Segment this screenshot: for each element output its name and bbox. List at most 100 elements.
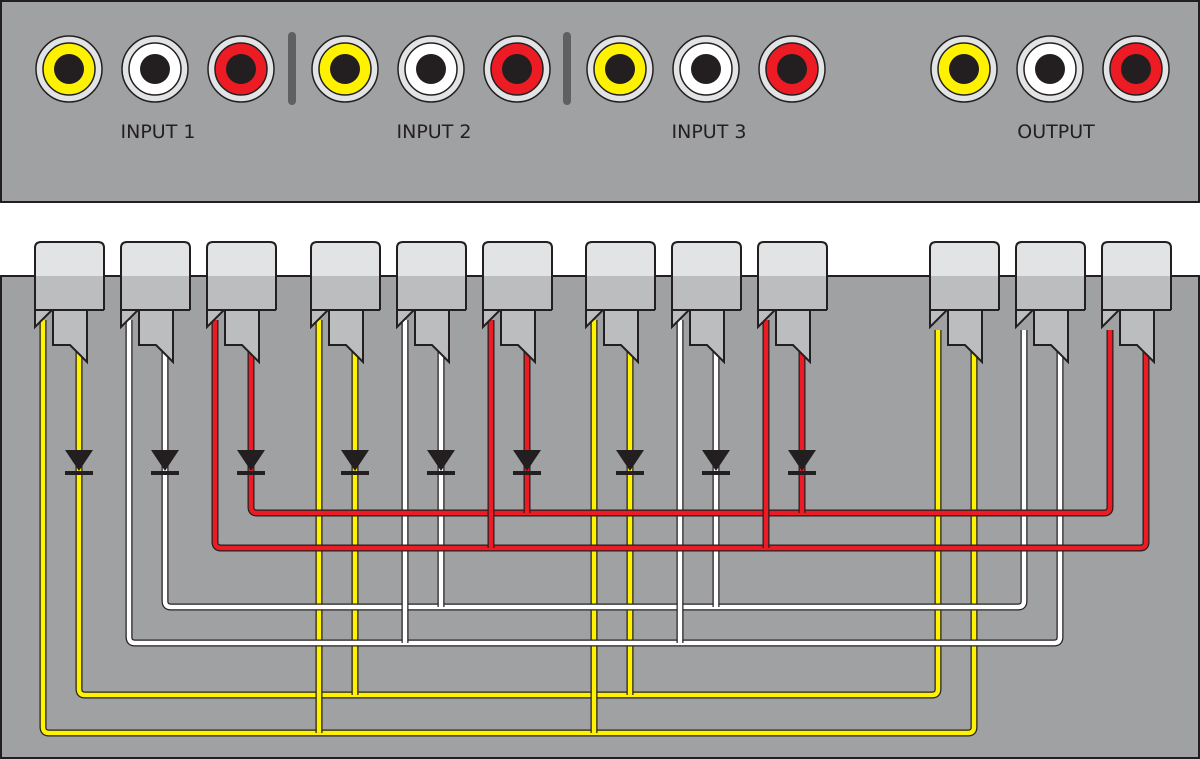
- rca-jack-audio-right: [483, 35, 551, 103]
- diode-bar: [788, 471, 816, 475]
- group-label: INPUT 2: [397, 121, 472, 143]
- plug-collar: [207, 276, 276, 310]
- plug-outline: [1015, 241, 1086, 310]
- group-separator: [563, 32, 571, 105]
- rca-jack-audio-left: [1016, 35, 1084, 103]
- diode-bar: [702, 471, 730, 475]
- plug-outline: [585, 241, 656, 310]
- jack-group-input-1: INPUT 1: [35, 35, 275, 143]
- plug-boot: [947, 310, 983, 365]
- rca-jack-video: [35, 35, 103, 103]
- plug-outline: [757, 241, 828, 310]
- jack-hole: [691, 54, 721, 84]
- rca-jack-video: [930, 35, 998, 103]
- diode-icon: [237, 450, 265, 475]
- jack-hole: [140, 54, 170, 84]
- rca-plug-audio-left: [671, 241, 742, 365]
- plug-collar: [1102, 276, 1171, 310]
- plug-outline: [206, 241, 277, 310]
- plug-boot: [775, 310, 811, 365]
- jack-group-input-3: INPUT 3: [586, 35, 826, 143]
- plug-collar: [758, 276, 827, 310]
- rca-plug-audio-right: [1101, 241, 1172, 365]
- plug-boot: [414, 310, 450, 365]
- diode-triangle: [151, 450, 179, 471]
- wire-video: [40, 320, 977, 736]
- diode-bar: [513, 471, 541, 475]
- plug-outline: [929, 241, 1000, 310]
- diode-bar: [341, 471, 369, 475]
- plug-collar: [1016, 276, 1085, 310]
- plug-collar: [397, 276, 466, 310]
- rca-jack-video: [311, 35, 379, 103]
- plug-collar: [311, 276, 380, 310]
- rca-jack-audio-right: [758, 35, 826, 103]
- plug-outline: [482, 241, 553, 310]
- plug-boot: [1033, 310, 1069, 365]
- rca-plug-video: [585, 241, 656, 365]
- wire-video: [76, 330, 941, 698]
- rca-plug-audio-right: [206, 241, 277, 365]
- group-label: INPUT 3: [672, 121, 747, 143]
- rca-plug-audio-right: [482, 241, 553, 365]
- plug-outline: [671, 241, 742, 310]
- front-panel: [0, 0, 1200, 203]
- jack-group-input-2: INPUT 2: [311, 35, 551, 143]
- plug-outline: [120, 241, 191, 310]
- group-label: INPUT 1: [121, 121, 196, 143]
- diode-bar: [616, 471, 644, 475]
- plug-boot: [138, 310, 174, 365]
- jack-hole: [54, 54, 84, 84]
- rca-jack-audio-left: [397, 35, 465, 103]
- jack-hole: [605, 54, 635, 84]
- plug-boot: [1119, 310, 1155, 365]
- plug-boot: [603, 310, 639, 365]
- wire-audio-left: [162, 330, 1027, 610]
- jack-hole: [949, 54, 979, 84]
- diode-icon: [513, 450, 541, 475]
- diode-bar: [65, 471, 93, 475]
- diode-icon: [427, 450, 455, 475]
- plug-boot: [328, 310, 364, 365]
- plug-boot: [500, 310, 536, 365]
- rca-jack-audio-left: [121, 35, 189, 103]
- rca-plug-audio-left: [1015, 241, 1086, 365]
- rca-plug-audio-left: [120, 241, 191, 365]
- plug-collar: [483, 276, 552, 310]
- jack-hole: [1035, 54, 1065, 84]
- rca-plug-video: [929, 241, 1000, 365]
- plugs: [34, 241, 1172, 365]
- plug-boot: [52, 310, 88, 365]
- plug-collar: [930, 276, 999, 310]
- jack-hole: [226, 54, 256, 84]
- plug-outline: [396, 241, 467, 310]
- plug-outline: [310, 241, 381, 310]
- plug-collar: [35, 276, 104, 310]
- rca-jack-audio-right: [207, 35, 275, 103]
- plug-collar: [586, 276, 655, 310]
- diode-triangle: [341, 450, 369, 471]
- plug-collar: [121, 276, 190, 310]
- diode-icon: [341, 450, 369, 475]
- wire-audio-right: [248, 330, 1113, 516]
- jack-group-output: OUTPUT: [930, 35, 1170, 143]
- jack-hole: [777, 54, 807, 84]
- wire-audio-right: [212, 320, 1149, 551]
- jack-hole: [502, 54, 532, 84]
- jack-hole: [416, 54, 446, 84]
- diode-triangle: [237, 450, 265, 471]
- diode-icon: [151, 450, 179, 475]
- rca-jack-video: [586, 35, 654, 103]
- diode-triangle: [65, 450, 93, 471]
- diode-triangle: [427, 450, 455, 471]
- diode-bar: [427, 471, 455, 475]
- diode-bar: [151, 471, 179, 475]
- plug-collar: [672, 276, 741, 310]
- plug-boot: [224, 310, 260, 365]
- diode-triangle: [788, 450, 816, 471]
- wire-audio-left: [126, 320, 1063, 646]
- diodes: [65, 450, 816, 475]
- diode-icon: [616, 450, 644, 475]
